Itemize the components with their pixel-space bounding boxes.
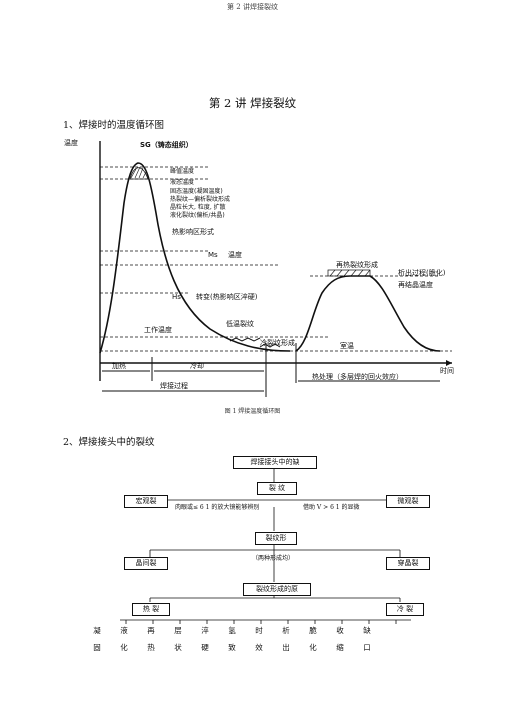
tree-root-box: 焊接接头中的缺 (233, 456, 317, 469)
cause-char-bottom: 热 (147, 643, 155, 652)
label-range1: 固态温度(凝固温度) (170, 187, 223, 195)
cause-char-bottom: 出 (282, 643, 290, 652)
label-reheat-crack: 再热裂纹形成 (336, 260, 378, 269)
cause-char-top: 层 (174, 626, 182, 635)
tree-micro-note: 借助 V > 6 1 的显微 (303, 504, 360, 511)
label-delayed: 冷裂纹形成 (260, 338, 295, 347)
document-title: 第 2 讲 焊接裂纹 (208, 96, 297, 110)
cause-char-bottom: 化 (120, 643, 128, 652)
figure1-caption: 图 1 焊接温度循环图 (224, 408, 281, 415)
section-heading-1: 1、焊接时的温度循环图 (63, 120, 165, 131)
reheat-hatching (329, 269, 371, 277)
cause-char-top: 缺 (363, 626, 371, 635)
section-heading-2: 2、焊接接头中的裂纹 (63, 437, 155, 448)
running-header: 第 2 讲焊接裂纹 (227, 3, 278, 11)
label-precip: 析出过程(脆化) (398, 268, 446, 277)
cause-char-top: 收 (336, 626, 344, 635)
label-range4: 液化裂纹(偏析/共晶) (170, 211, 225, 219)
cause-char-top: 氢 (228, 626, 236, 635)
label-range3: 晶粒长大, 粒度, 扩散 (170, 203, 226, 211)
label-transform: 转变(热影响区淬硬) (196, 292, 258, 301)
cause-char-bottom: 化 (309, 643, 317, 652)
label-room: 室温 (340, 341, 354, 350)
label-peak: 峰值温度 (170, 167, 194, 175)
weld-cycle-curve (99, 162, 291, 354)
phase-separators (151, 343, 297, 397)
tree-macro-box: 宏观裂 (124, 495, 168, 508)
label-recryst: 再结晶温度 (398, 280, 433, 289)
cause-char-top: 时 (255, 626, 263, 635)
cause-char-bottom: 致 (228, 643, 236, 652)
label-ms-temp: 温度 (228, 250, 242, 259)
label-ms: Ms (208, 251, 218, 259)
low-temp-crack-mark (229, 337, 261, 342)
tree-form-box: 裂纹形 (255, 532, 297, 545)
x-axis-arrow (446, 360, 452, 366)
timeline-arrows (102, 370, 440, 392)
peak-hatching (130, 166, 147, 179)
label-sg: SG（铸态组织） (140, 140, 193, 149)
tree-connectors (120, 467, 411, 624)
tree-hot-box: 热 裂 (132, 603, 170, 616)
cause-char-top: 液 (120, 626, 128, 635)
label-heating: 加热 (112, 361, 126, 370)
cause-char-bottom: 口 (363, 643, 371, 652)
tree-micro-box: 微观裂 (386, 495, 430, 508)
tree-crack-box: 裂 纹 (257, 482, 297, 495)
tree-cause-box: 裂纹形成的原 (243, 583, 311, 596)
tree-cold-box: 冷 裂 (386, 603, 424, 616)
cold-crack-mark (259, 343, 281, 348)
tree-two-forms-note: （两种形成均） (252, 555, 295, 562)
label-haz: 热影响区形式 (172, 227, 214, 236)
label-low-crack: 低温裂纹 (226, 319, 254, 328)
label-welding: 焊接过程 (160, 381, 188, 390)
cause-char-bottom: 缩 (336, 643, 344, 652)
label-hs: Hs (172, 293, 181, 301)
label-cooling: 冷却 (190, 361, 204, 370)
cause-char-top: 凝 (93, 626, 101, 635)
label-time: 时间 (440, 366, 454, 375)
tree-intergranular-box: 晶间裂 (124, 557, 168, 570)
cause-char-bottom: 硬 (201, 643, 209, 652)
cause-char-bottom: 状 (174, 643, 182, 652)
label-solidus: 液态温度 (170, 178, 194, 186)
cause-char-top: 淬 (201, 626, 209, 635)
cause-char-top: 再 (147, 626, 155, 635)
cause-char-top: 脆 (309, 626, 317, 635)
tree-macro-note: 肉眼或≤ 6 1 的放大镜能够辨别 (175, 504, 260, 511)
cause-char-bottom: 效 (255, 643, 263, 652)
y-axis-label: 温度 (64, 138, 78, 147)
cause-char-bottom: 固 (93, 643, 101, 652)
label-range2: 热裂纹—偏析裂纹形成 (170, 195, 230, 203)
tree-transgranular-box: 穿晶裂 (386, 557, 430, 570)
temperature-cycle-figure: 温度 SG（铸态组织） 峰值温度 液态温度 固态温度(凝固温度) 热裂纹—偏析裂… (64, 138, 454, 397)
label-work-temp: 工作温度 (144, 325, 172, 334)
cause-char-top: 析 (282, 626, 290, 635)
label-pwht: 热处理（多层焊的回火效应） (312, 372, 403, 381)
